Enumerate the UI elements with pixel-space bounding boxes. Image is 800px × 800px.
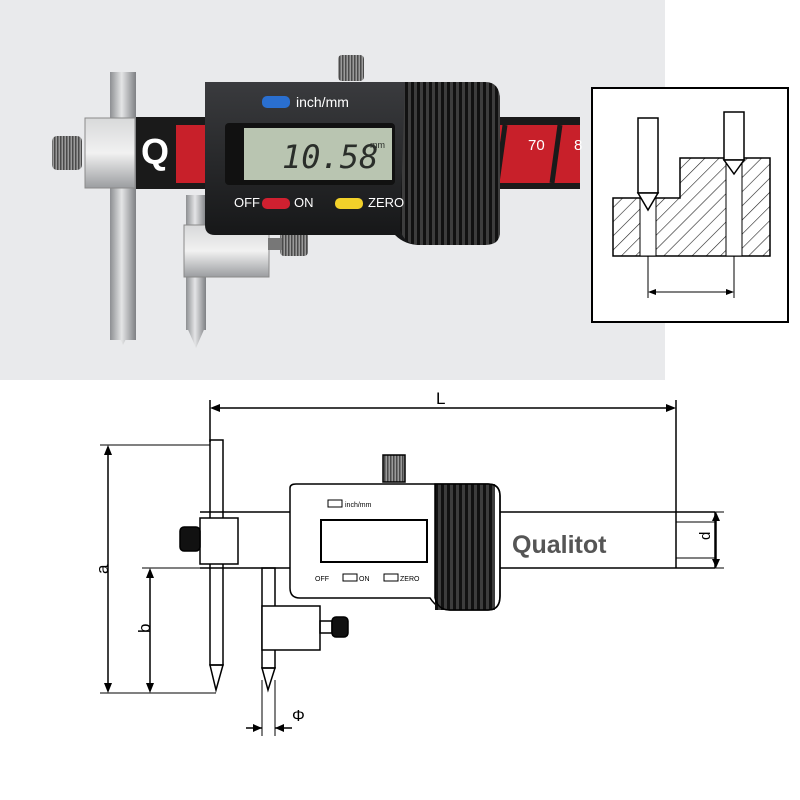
label-a: a [93,564,112,574]
drawing-thumb-wheel [382,454,406,483]
dimension-d [712,511,724,569]
drawing-body [289,454,501,611]
label-d: d [697,532,714,540]
off-label: OFF [234,195,260,210]
lcd-reading: 10.58 [282,138,378,176]
brand-wordmark: Qualitot [512,531,607,559]
dimension-phi [246,680,292,736]
drawing-units-label: inch/mm [345,502,372,509]
drawing-off-label: OFF [315,576,329,583]
drawing-zero-label: ZERO [400,576,420,583]
units-button-label: inch/mm [296,94,349,110]
on-label: ON [294,195,314,210]
drawing-labels: L a b d Φ Qualitot inch/mm OFF ON ZERO [93,389,714,725]
lcd-display [244,128,392,180]
scale-number: 8 [574,137,582,154]
drawing-fixed-jaw [179,439,239,693]
scale-number: 70 [528,137,545,154]
locking-screw [52,136,82,170]
drawing-movable-jaw [261,567,349,693]
units-button[interactable] [262,96,290,108]
lcd-unit: mm [370,140,385,150]
product-photo: 70 8 0 Q inch/mm [0,0,665,380]
on-off-button[interactable] [262,198,290,209]
dimension-b [142,567,210,693]
inset-probe-left [636,117,660,212]
label-L: L [436,389,445,408]
technical-drawing [100,400,724,736]
dimension-a [100,444,216,694]
fixed-jaw [52,72,136,345]
zero-label: ZERO [368,195,404,210]
pin-screw [280,232,308,256]
body-grip [400,82,500,245]
dimension-L [209,400,677,512]
label-b: b [135,624,154,633]
inset-probe-right [722,111,746,176]
usage-inset [591,87,789,323]
drawing-lcd [320,519,428,563]
zero-button[interactable] [335,198,363,209]
drawing-on-label: ON [359,576,370,583]
digital-readout-body: inch/mm 10.58 mm OFF ON ZERO [205,82,500,245]
thumb-wheel [338,55,364,81]
logo-mark: Q [141,131,169,172]
label-phi: Φ [292,708,305,725]
